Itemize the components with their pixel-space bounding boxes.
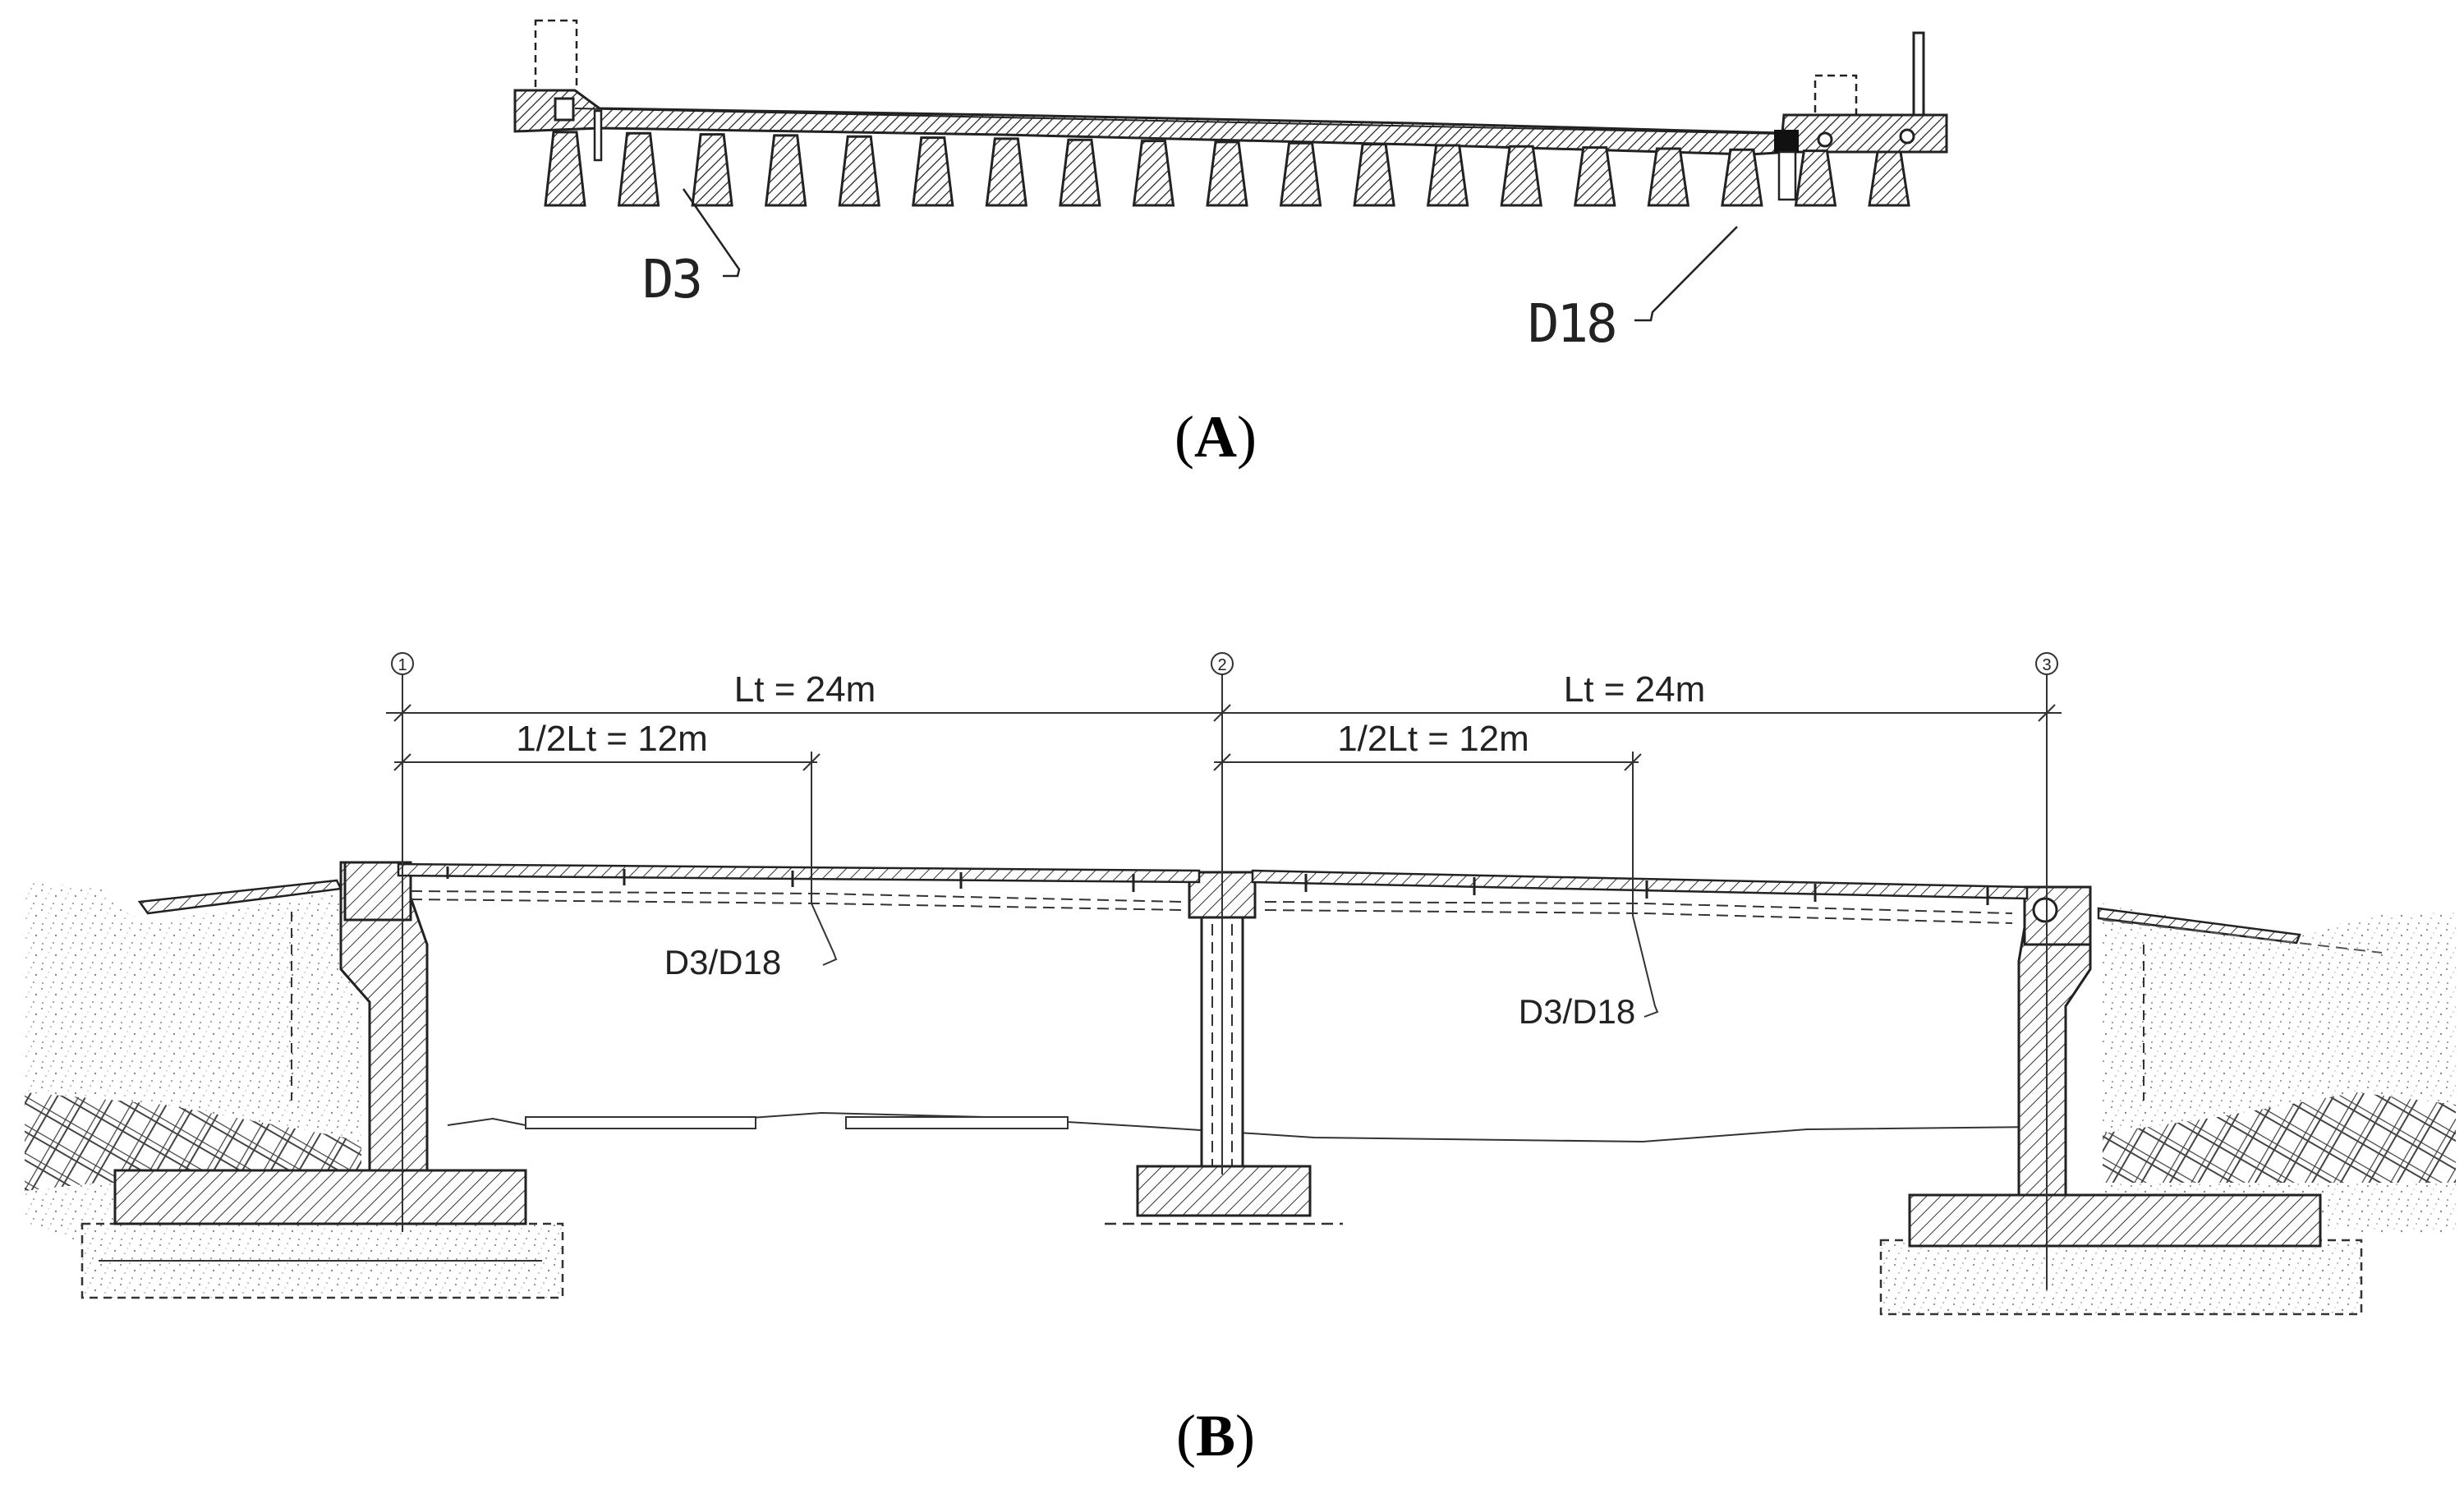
- half-left-label: 1/2Lt = 12m: [516, 719, 708, 759]
- right-edge-anchor: [1899, 128, 1915, 145]
- leader-d3: [682, 188, 741, 278]
- axis-label-2: 2: [1217, 656, 1226, 674]
- axis-label-3: 3: [2042, 656, 2051, 674]
- dim-lt-ticks: [393, 704, 2056, 722]
- girder-14: [1500, 145, 1542, 207]
- girder-15: [1574, 146, 1616, 207]
- axis-bubble-1: [391, 652, 414, 675]
- left-dashed-box: [534, 19, 578, 94]
- leader-d18: [1634, 226, 1738, 322]
- girder-19: [1868, 150, 1910, 207]
- girder-17: [1721, 148, 1763, 207]
- rock-right: [2103, 1092, 2456, 1183]
- girder-dash-right: [1264, 901, 2013, 914]
- girders: [544, 131, 1910, 207]
- left-approach-slab: [137, 879, 342, 915]
- left-anchor: [554, 97, 575, 122]
- rock-left: [25, 1092, 361, 1191]
- half-right-label: 1/2Lt = 12m: [1337, 719, 1529, 759]
- girder-11: [1279, 141, 1322, 207]
- left-bolt: [593, 109, 603, 162]
- label-d3: D3: [642, 250, 701, 310]
- girder-4: [764, 134, 807, 207]
- section-right-label: D3/D18: [1519, 992, 1635, 1031]
- girder-dash-right-2: [1264, 909, 2013, 924]
- span-right-label: Lt = 24m: [1564, 669, 1705, 710]
- girder-10: [1206, 140, 1248, 207]
- girder-8: [1059, 138, 1101, 207]
- girder-dash-left: [410, 890, 1184, 903]
- deck-span-right: [1251, 869, 2029, 900]
- axis-label-1: 1: [398, 656, 407, 674]
- pier-footing: [1136, 1165, 1312, 1217]
- right-approach-slab: [2097, 907, 2301, 945]
- right-anchor: [1817, 131, 1833, 148]
- girder-3: [691, 133, 733, 207]
- right-footing: [1908, 1193, 2322, 1248]
- girder-1: [544, 131, 586, 207]
- girder-dash-left-2: [410, 899, 1184, 911]
- girder-6: [912, 136, 954, 207]
- railing-post: [1912, 31, 1925, 129]
- girder-18: [1794, 149, 1837, 207]
- deck-span-left: [397, 862, 1201, 884]
- girder-12: [1353, 143, 1395, 207]
- panel-b-longitudinal-section: 1 2 3 Lt = 24m Lt = 24m 1/2Lt = 12m 1/2L…: [25, 652, 2456, 1469]
- right-bearing-pin: [2032, 897, 2058, 923]
- caption-b: (B): [1176, 1403, 1255, 1469]
- leader-section-left: [811, 903, 838, 966]
- right-slope-dashed: [2102, 919, 2383, 954]
- right-base-box: [1879, 1239, 2363, 1316]
- leader-section-right: [1632, 915, 1659, 1018]
- span-left-label: Lt = 24m: [734, 669, 876, 710]
- deck-top-line: [574, 108, 1783, 135]
- deck-posts: [446, 867, 1989, 905]
- joint-block: [1774, 130, 1799, 153]
- section-left-label: D3/D18: [664, 943, 781, 981]
- girder-16: [1647, 147, 1690, 207]
- girder-2: [617, 131, 660, 207]
- right-bolt: [1777, 150, 1797, 201]
- girder-5: [838, 135, 880, 207]
- girder-9: [1132, 140, 1175, 207]
- panel-a-cross-section: D3 D18 (A): [513, 19, 1948, 470]
- axis-bubble-2: [1211, 652, 1234, 675]
- axis-bubble-3: [2035, 652, 2058, 675]
- right-abutment-wall: [2017, 902, 2092, 1201]
- caption-a: (A): [1175, 404, 1257, 470]
- bed-slab-1: [525, 1116, 756, 1129]
- girder-13: [1426, 144, 1469, 207]
- left-footing: [113, 1169, 527, 1225]
- label-d18: D18: [1528, 294, 1616, 355]
- bed-slab-2: [845, 1116, 1069, 1129]
- girder-7: [985, 137, 1028, 207]
- left-bearing-cap: [343, 861, 412, 922]
